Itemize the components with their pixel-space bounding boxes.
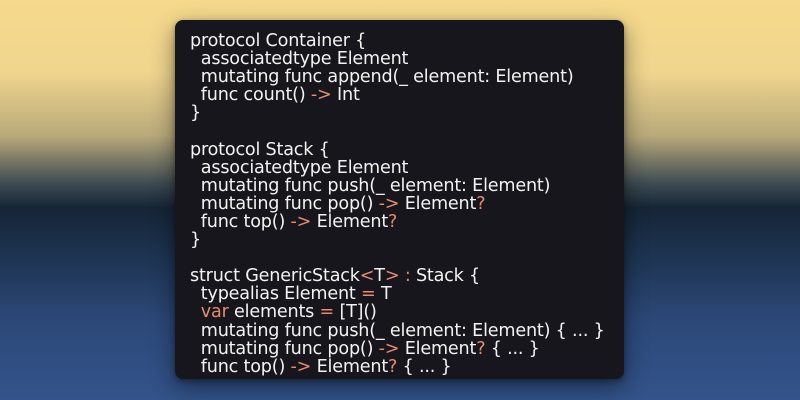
code-token: } — [190, 230, 201, 251]
code-line: } — [190, 231, 624, 249]
code-token: Element — [399, 193, 477, 214]
code-token: T — [375, 284, 392, 305]
code-token: mutating func append(_ element: Element) — [190, 67, 574, 88]
code-line: mutating func append(_ element: Element) — [190, 68, 624, 86]
code-operator: -> — [290, 211, 312, 232]
code-line: func top() -> Element? — [190, 213, 624, 231]
code-token: associatedtype Element — [190, 49, 409, 70]
code-token: Element — [311, 211, 389, 232]
code-operator: -> — [310, 85, 332, 106]
code-snippet-card: protocol Container { associatedtype Elem… — [175, 20, 624, 379]
code-line: mutating func push(_ element: Element) {… — [190, 320, 624, 341]
code-token: typealias Element — [190, 284, 362, 305]
code-line: func count() -> Int — [190, 86, 624, 104]
code-token: T — [374, 266, 385, 287]
code-operator: -> — [378, 193, 400, 214]
code-operator: -> — [290, 356, 312, 377]
code-block: protocol Container { associatedtype Elem… — [190, 32, 624, 376]
code-token: associatedtype Element — [190, 157, 409, 178]
code-operator: ? — [388, 211, 398, 232]
code-line: mutating func push(_ element: Element) — [190, 177, 624, 195]
code-operator: ? — [388, 356, 398, 377]
code-token: } — [190, 103, 201, 124]
code-token: func top() — [190, 211, 291, 232]
code-token: Element — [399, 338, 477, 359]
code-line: func top() -> Element? { ... } — [190, 358, 624, 376]
code-line: associatedtype Element — [190, 50, 624, 68]
code-token: { ... } — [485, 338, 540, 359]
code-token: { ... } — [397, 356, 452, 377]
code-operator: = — [361, 284, 376, 305]
code-line: } — [190, 104, 624, 122]
code-line: typealias Element = T — [190, 285, 624, 303]
code-operator: > — [384, 266, 400, 287]
code-token: struct GenericStack — [190, 266, 360, 287]
code-token: Int — [331, 85, 360, 106]
code-line: protocol Stack { — [190, 141, 624, 159]
code-line: var elements = [T]() — [190, 303, 624, 321]
code-operator: -> — [378, 338, 400, 359]
code-token: protocol Stack { — [190, 139, 330, 160]
code-line: associatedtype Element — [190, 159, 624, 177]
code-operator: = — [319, 302, 335, 323]
code-operator: : — [404, 266, 411, 287]
code-operator: ? — [476, 338, 486, 359]
code-token: func count() — [190, 85, 311, 106]
code-line: mutating func pop() -> Element? { ... } — [190, 340, 624, 358]
code-token: mutating func push(_ element: Element) {… — [190, 320, 605, 341]
code-token: func top() — [190, 356, 291, 377]
code-token — [190, 302, 201, 322]
code-token: Element — [311, 356, 389, 377]
code-operator: ? — [476, 193, 486, 214]
code-token: elements — [228, 302, 320, 323]
code-token: mutating func pop() — [190, 193, 379, 214]
code-line — [190, 249, 624, 267]
code-line — [190, 122, 624, 140]
code-line: struct GenericStack<T> : Stack { — [190, 267, 624, 285]
code-line: protocol Container { — [190, 32, 624, 50]
code-token: [T]() — [334, 302, 377, 323]
code-operator: < — [359, 266, 375, 287]
code-token: protocol Container { — [190, 31, 367, 51]
code-keyword: var — [200, 302, 229, 323]
code-token: mutating func pop() — [190, 338, 379, 359]
code-token: Stack { — [410, 266, 481, 287]
code-line: mutating func pop() -> Element? — [190, 195, 624, 213]
code-token: mutating func push(_ element: Element) — [190, 175, 551, 196]
